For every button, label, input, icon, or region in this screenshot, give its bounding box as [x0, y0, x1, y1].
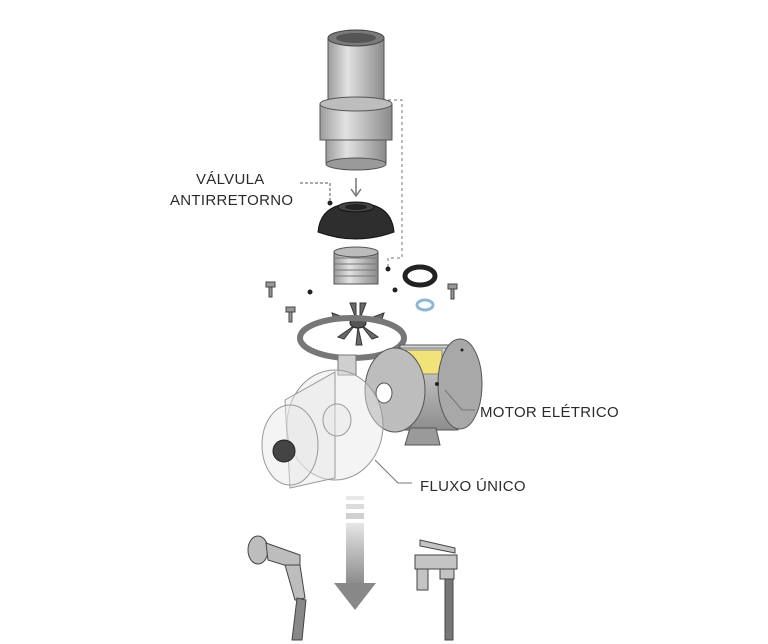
o-ring [402, 264, 438, 288]
leader-line [374, 459, 412, 484]
faucet-icon [414, 539, 458, 641]
electric-motor [364, 338, 483, 446]
flow-arrow [334, 496, 376, 610]
valve-label-line1: VÁLVULA [196, 171, 265, 188]
down-arrow-icon [350, 178, 362, 198]
threaded-nipple [333, 246, 379, 285]
motor-label: MOTOR ELÉTRICO [480, 404, 619, 421]
impeller [331, 302, 385, 346]
spray-nozzle-icon [247, 535, 307, 641]
washer [415, 298, 435, 312]
leader-line [444, 389, 475, 411]
leader-line [300, 182, 331, 200]
flow-label: FLUXO ÚNICO [420, 478, 526, 495]
pump-housing [261, 369, 384, 489]
valve-label-line2: ANTIRRETORNO [170, 192, 294, 209]
screws [265, 281, 458, 323]
check-valve [317, 201, 395, 240]
pipe-fitting [319, 29, 393, 171]
